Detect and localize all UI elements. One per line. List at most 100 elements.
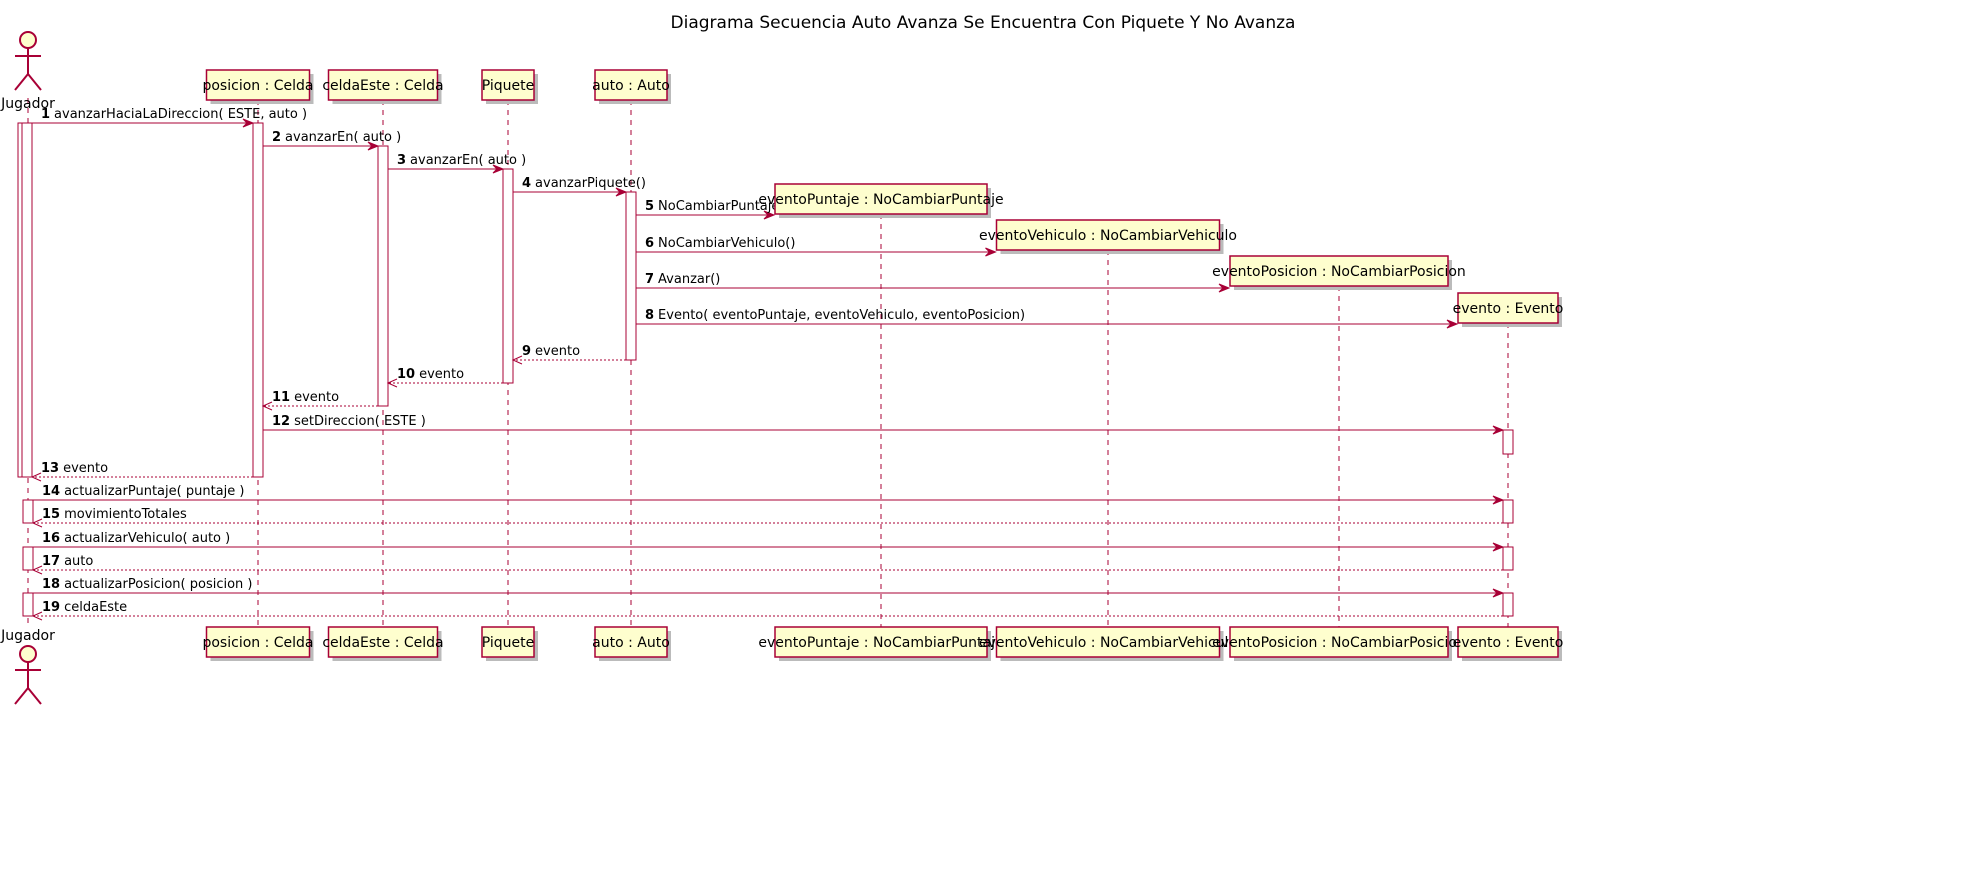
- participant-box: [774, 626, 988, 658]
- participant-label: evento : Evento: [1453, 301, 1564, 317]
- activation-bar: [377, 145, 389, 407]
- participant-eventoVehiculo-top: eventoVehiculo : NoCambiarVehiculo: [979, 219, 1237, 254]
- participant-label: eventoPuntaje : NoCambiarPuntaje: [758, 635, 1003, 651]
- message-text: avanzarHaciaLaDireccion( ESTE, auto ): [54, 107, 307, 122]
- message-number: 4: [522, 176, 531, 191]
- message-text: evento: [63, 461, 108, 476]
- message-number: 8: [645, 308, 654, 323]
- message-text: Avanzar(): [658, 272, 720, 287]
- participant-label: Piquete: [482, 635, 535, 651]
- message-13: 13 evento: [30, 461, 253, 482]
- arrowhead: [31, 611, 43, 621]
- participant-box: [205, 626, 311, 658]
- participant-label: eventoVehiculo : NoCambiarVehiculo: [979, 635, 1237, 651]
- arrowhead: [985, 247, 997, 257]
- message-label: 3 avanzarEn( auto ): [397, 153, 526, 168]
- message-text: NoCambiarVehiculo(): [658, 236, 795, 251]
- participant-box: [774, 183, 988, 215]
- arrowhead: [367, 141, 380, 151]
- message-2: 2 avanzarEn( auto ): [263, 130, 401, 151]
- participant-evento-top: evento : Evento: [1453, 292, 1564, 327]
- participant-label: celdaEste : Celda: [322, 78, 443, 94]
- arrowhead: [242, 118, 255, 128]
- participant-box: [481, 626, 535, 658]
- message-number: 9: [522, 344, 531, 359]
- participant-label: posicion : Celda: [202, 635, 313, 651]
- participant-label: Piquete: [482, 78, 535, 94]
- participant-evento-bottom: evento : Evento: [1453, 626, 1563, 661]
- stick-figure-icon: [14, 31, 42, 91]
- activation-bar: [22, 499, 34, 524]
- activation-bar: [1502, 546, 1514, 571]
- participant-box: [594, 626, 668, 658]
- message-number: 2: [272, 130, 281, 145]
- message-text: avanzarPiquete(): [535, 176, 646, 191]
- message-text: avanzarEn( auto ): [285, 130, 401, 145]
- participant-piquete-top: Piquete: [481, 69, 538, 104]
- message-number: 14: [42, 484, 60, 499]
- message-number: 17: [42, 554, 60, 569]
- message-number: 1: [41, 107, 50, 122]
- participant-posicion-bottom: posicion : Celda: [202, 626, 314, 661]
- participant-label: auto : Auto: [592, 78, 670, 94]
- arrowhead: [386, 378, 398, 388]
- participant-box: [995, 626, 1221, 658]
- message-number: 3: [397, 153, 406, 168]
- participant-eventoPuntaje-bottom: eventoPuntaje : NoCambiarPuntaje: [758, 626, 1004, 661]
- activation-bar: [252, 122, 264, 478]
- message-number: 5: [645, 199, 654, 214]
- actor-jugador-bottom: Jugador: [0, 628, 55, 705]
- message-number: 19: [42, 600, 60, 615]
- message-label: 13 evento: [41, 461, 108, 476]
- participant-label: eventoVehiculo : NoCambiarVehiculo: [979, 228, 1237, 244]
- activation-bars: [17, 122, 1514, 617]
- message-number: 15: [42, 507, 60, 522]
- message-number: 13: [41, 461, 59, 476]
- participant-label: celdaEste : Celda: [322, 635, 443, 651]
- message-number: 10: [397, 367, 415, 382]
- participant-box: [327, 626, 439, 658]
- participant-box: [1457, 292, 1559, 324]
- message-number: 11: [272, 390, 290, 405]
- participant-box: [1229, 626, 1449, 658]
- message-text: evento: [419, 367, 464, 382]
- diagram-title: Diagrama Secuencia Auto Avanza Se Encuen…: [671, 13, 1296, 33]
- participant-eventoPosicion-top: eventoPosicion : NoCambiarPosicion: [1212, 255, 1466, 290]
- arrowhead: [1492, 425, 1505, 435]
- arrowhead: [1446, 319, 1459, 329]
- message-3: 3 avanzarEn( auto ): [388, 153, 526, 174]
- arrowhead: [1492, 495, 1505, 505]
- activation-bar: [502, 168, 514, 384]
- participant-box: [1457, 626, 1559, 658]
- activation-bar: [1502, 429, 1514, 455]
- arrowhead: [763, 210, 776, 220]
- participant-eventoPuntaje-top: eventoPuntaje : NoCambiarPuntaje: [758, 183, 1004, 218]
- activation-bar: [1502, 499, 1514, 524]
- arrowhead: [1492, 542, 1505, 552]
- activation-bar: [1502, 592, 1514, 617]
- message-text: avanzarEn( auto ): [410, 153, 526, 168]
- message-1: 1 avanzarHaciaLaDireccion( ESTE, auto ): [32, 107, 307, 128]
- participant-piquete-bottom: Piquete: [481, 626, 538, 661]
- message-10: 10 evento: [386, 367, 503, 388]
- actor-label: Jugador: [0, 96, 55, 112]
- participant-label: posicion : Celda: [202, 78, 313, 94]
- activation-bar: [22, 546, 34, 571]
